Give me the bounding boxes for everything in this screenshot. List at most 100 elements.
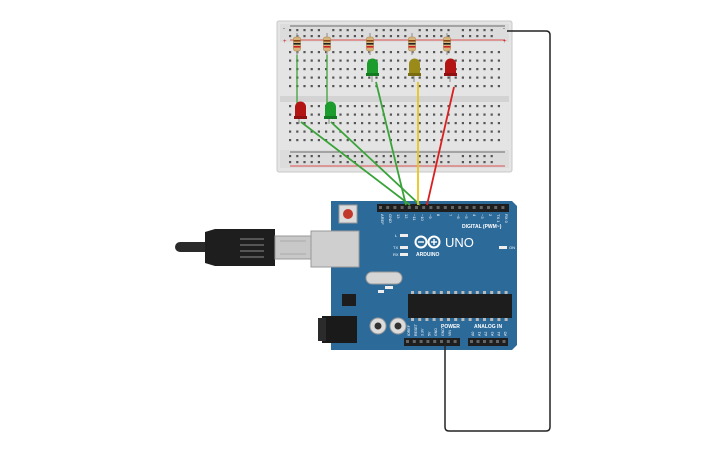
breadboard-hole [325, 76, 328, 79]
header-pin[interactable] [453, 340, 457, 343]
rail-hole [447, 155, 450, 158]
breadboard-hole [289, 139, 292, 142]
header-pin[interactable] [501, 206, 505, 209]
header-pin[interactable] [429, 206, 433, 209]
rail-hole [310, 155, 313, 158]
rail-hole [490, 35, 493, 38]
header-pin[interactable] [443, 206, 447, 209]
resistor-5[interactable] [443, 33, 451, 55]
rail-hole [461, 29, 464, 32]
breadboard-hole [411, 139, 414, 142]
breadboard-hole [418, 113, 421, 116]
header-pin[interactable] [400, 206, 404, 209]
reset-button-cap[interactable] [343, 209, 353, 219]
led-red-1[interactable] [294, 101, 307, 125]
breadboard-hole [447, 76, 450, 79]
led-green-1[interactable] [324, 101, 337, 125]
header-pin[interactable] [407, 206, 411, 209]
header-pin[interactable] [386, 206, 390, 209]
header-pin[interactable] [419, 340, 423, 343]
chip-leg [432, 318, 436, 321]
breadboard-hole [353, 130, 356, 133]
header-pin[interactable] [412, 340, 416, 343]
wire-green-led-red-1[interactable] [300, 121, 411, 206]
breadboard-hole [418, 130, 421, 133]
chip-leg [497, 318, 501, 321]
led-yellow-1[interactable] [408, 58, 421, 83]
resistor-2[interactable] [323, 33, 331, 55]
digital-pin-label: 13 [396, 214, 401, 219]
header-pin[interactable] [451, 206, 454, 209]
wire-red-led-red-2[interactable] [426, 86, 455, 206]
arduino-uno-board[interactable]: UNO ARDUINO DIGITAL (PWM~) ANALOG IN POW… [310, 201, 517, 350]
header-pin[interactable] [479, 206, 483, 209]
breadboard-hole [361, 59, 364, 62]
header-pin[interactable] [406, 340, 409, 343]
chip-leg [504, 318, 508, 321]
breadboard-hole [317, 59, 320, 62]
header-pin[interactable] [446, 340, 450, 343]
breadboard-hole [382, 51, 385, 54]
header-pin[interactable] [472, 206, 476, 209]
header-pin[interactable] [489, 340, 493, 343]
breadboard-hole [389, 51, 392, 54]
rail-hole [361, 29, 364, 32]
header-pin[interactable] [433, 340, 437, 343]
rail-hole [447, 35, 450, 38]
breadboard-hole [397, 68, 400, 71]
header-pin[interactable] [458, 206, 462, 209]
breadboard-hole [461, 51, 464, 54]
header-pin[interactable] [476, 340, 480, 343]
power-pin-header [404, 338, 460, 346]
breadboard-hole [497, 105, 500, 108]
resistor-4[interactable] [408, 33, 416, 55]
rail-hole [483, 161, 486, 164]
rail-hole [346, 155, 349, 158]
breadboard-hole [433, 105, 436, 108]
rail-hole [296, 155, 299, 158]
power-pin-label: 3.3V [421, 328, 425, 336]
header-pin[interactable] [422, 206, 426, 209]
header-pin[interactable] [494, 206, 498, 209]
rail-hole [404, 155, 407, 158]
header-pin[interactable] [470, 340, 473, 343]
header-pin[interactable] [483, 340, 486, 343]
resistor-1[interactable] [293, 33, 301, 55]
resistor-3[interactable] [366, 33, 374, 55]
header-pin[interactable] [440, 340, 443, 343]
rail-minus-label: - [283, 26, 285, 32]
breadboard-hole [317, 113, 320, 116]
led-red-2[interactable] [444, 58, 457, 83]
header-pin[interactable] [496, 340, 499, 343]
breadboard-hole [310, 105, 313, 108]
chip-leg [432, 291, 436, 294]
rail-hole [382, 161, 385, 164]
header-pin[interactable] [436, 206, 440, 209]
breadboard-hole [469, 68, 472, 71]
header-pin[interactable] [502, 340, 506, 343]
breadboard-hole [332, 51, 335, 54]
header-pin[interactable] [487, 206, 490, 209]
breadboard-hole [411, 130, 414, 133]
header-pin[interactable] [426, 340, 430, 343]
rail-hole [296, 29, 299, 32]
header-pin[interactable] [393, 206, 397, 209]
wire-green-led-green-2[interactable] [375, 81, 407, 206]
usb-cable[interactable] [175, 229, 312, 266]
led-green-2[interactable] [366, 58, 379, 83]
breadboard[interactable]: - + - + [276, 20, 513, 173]
header-pin[interactable] [465, 206, 469, 209]
rail-hole [289, 155, 292, 158]
rail-hole [397, 29, 400, 32]
atmega-chip [408, 294, 512, 318]
wire-green-led-green-1[interactable] [330, 121, 421, 206]
breadboard-hole [353, 113, 356, 116]
breadboard-hole [483, 105, 486, 108]
wire-black-ground[interactable] [444, 30, 551, 432]
rail-hole [397, 35, 400, 38]
analog-pin-label: A5 [504, 332, 508, 336]
rail-hole [476, 35, 479, 38]
header-pin[interactable] [379, 206, 382, 209]
header-pin[interactable] [415, 206, 418, 209]
breadboard-hole [375, 76, 378, 79]
